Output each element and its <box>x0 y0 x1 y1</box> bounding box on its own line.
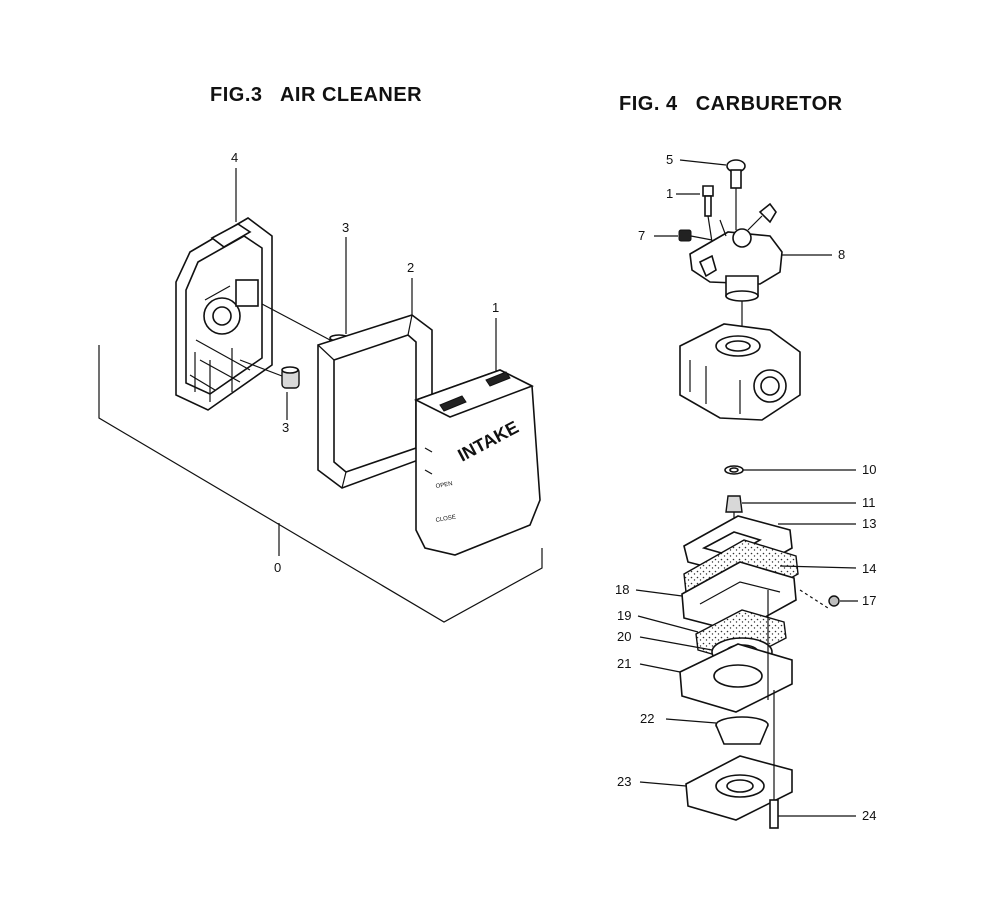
callout-24: 24 <box>862 808 876 823</box>
intake-block <box>679 323 801 421</box>
callout-19: 19 <box>617 608 631 623</box>
part-11-seat <box>725 495 856 524</box>
callout-13: 13 <box>862 516 876 531</box>
callout-17: 17 <box>862 593 876 608</box>
callout-7: 7 <box>638 228 645 243</box>
callout-4: 4 <box>231 150 238 165</box>
callout-3-upper: 3 <box>342 220 349 235</box>
fig4-carburetor: 5 1 7 8 10 11 13 14 18 17 19 20 21 22 23… <box>615 152 876 829</box>
assembly-bracket <box>98 345 543 623</box>
cover-mark-open: OPEN <box>435 481 453 490</box>
callout-18: 18 <box>615 582 629 597</box>
callout-8: 8 <box>838 247 845 262</box>
part-17-screw <box>799 589 858 609</box>
fig3-air-cleaner: INTAKE OPEN CLOSE 4 3 2 1 3 0 <box>98 150 543 623</box>
callout-10: 10 <box>862 462 876 477</box>
callout-14: 14 <box>862 561 876 576</box>
callout-5: 5 <box>666 152 673 167</box>
part-10-ring <box>724 465 856 475</box>
cover-mark-close: CLOSE <box>435 515 456 524</box>
part-23-cover-plate <box>639 755 793 821</box>
part-21-pump-body <box>639 643 793 713</box>
part-1-cover: INTAKE OPEN CLOSE <box>413 318 541 556</box>
part-7-nut <box>654 229 713 242</box>
part-4-base-plate <box>175 168 273 411</box>
part-24-screw <box>767 590 856 829</box>
callout-20: 20 <box>617 629 631 644</box>
callout-2: 2 <box>407 260 414 275</box>
part-1-screw <box>676 185 714 243</box>
part-2-filter-element <box>317 278 433 489</box>
part-5-screw <box>679 159 746 230</box>
callout-11: 11 <box>862 495 876 510</box>
part-22-cup <box>665 716 769 745</box>
callout-1: 1 <box>666 186 673 201</box>
callout-0: 0 <box>274 560 281 575</box>
callout-22: 22 <box>640 711 654 726</box>
callout-21: 21 <box>617 656 631 671</box>
callout-3-lower: 3 <box>282 420 289 435</box>
callout-23: 23 <box>617 774 631 789</box>
fig4-title: FIG. 4 CARBURETOR <box>619 93 843 115</box>
callout-1: 1 <box>492 300 499 315</box>
part-8-carburetor-body <box>689 202 832 328</box>
fig3-title: FIG.3 AIR CLEANER <box>210 84 423 106</box>
